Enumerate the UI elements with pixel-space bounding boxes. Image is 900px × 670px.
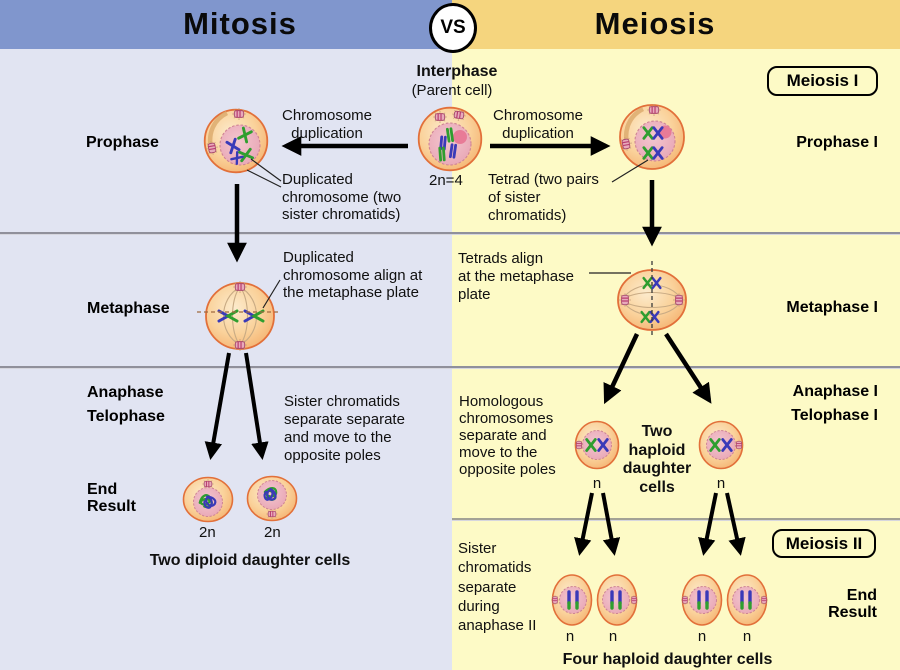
mitosis-daughter-cell-2 — [246, 475, 298, 522]
anno-duplicated-chromosome: Duplicated chromosome (two sister chroma… — [282, 171, 402, 223]
anno-chromosome-duplication-right: Chromosome duplication — [492, 107, 584, 142]
label-telophase: Telophase — [87, 408, 165, 425]
mitosis-title: Mitosis — [183, 6, 297, 41]
meiosis1-badge: Meiosis I — [767, 66, 878, 96]
label-telophase1: Telophase I — [791, 407, 878, 424]
divider-meiosis2 — [452, 518, 900, 521]
meiosis2-badge: Meiosis II — [772, 529, 876, 558]
divider-row1 — [0, 232, 900, 235]
anno-sister-anaphase2: Sister chromatids separate during anapha… — [458, 540, 537, 635]
vs-badge: VS — [429, 3, 477, 53]
ploidy-2n-right: 2n — [264, 524, 281, 541]
anno-metaphase-align: Duplicated chromosome align at the metap… — [283, 249, 423, 301]
anno-chromosome-duplication-left: Chromosome duplication — [281, 107, 373, 142]
n-label-1: n — [592, 475, 602, 492]
mitosis-prophase-cell — [203, 107, 269, 174]
meiosis2-cell-4 — [726, 574, 768, 626]
caption-two-diploid: Two diploid daughter cells — [149, 552, 351, 569]
n-label-5: n — [697, 628, 707, 645]
label-prophase: Prophase — [86, 134, 159, 151]
ploidy-2n4: 2n=4 — [429, 172, 463, 189]
anno-two-haploid: Two haploid daughter cells — [622, 423, 692, 496]
header-mitosis-band — [0, 0, 452, 49]
n-label-2: n — [716, 475, 726, 492]
mitosis-metaphase-cell — [205, 281, 275, 351]
label-metaphase1: Metaphase I — [786, 299, 878, 316]
anno-homologous: Homologous chromosomes separate and move… — [459, 393, 556, 478]
caption-four-haploid: Four haploid daughter cells — [562, 651, 773, 668]
ploidy-2n-left: 2n — [199, 524, 216, 541]
header-meiosis-band — [452, 0, 900, 49]
haploid-cell-2 — [698, 420, 744, 470]
label-anaphase1: Anaphase I — [792, 383, 878, 400]
haploid-cell-1 — [574, 420, 620, 470]
meiosis2-cell-3 — [681, 574, 723, 626]
mitosis-daughter-cell-1 — [182, 476, 234, 523]
n-label-3: n — [565, 628, 575, 645]
meiosis2-cell-1 — [551, 574, 593, 626]
label-end-result-mitosis: End Result — [87, 481, 136, 515]
n-label-6: n — [742, 628, 752, 645]
label-metaphase: Metaphase — [87, 300, 170, 317]
meiosis-metaphase1-cell — [617, 269, 687, 331]
label-end-result-meiosis: End Result — [828, 587, 877, 621]
divider-row2 — [0, 366, 900, 369]
n-label-4: n — [608, 628, 618, 645]
label-prophase1: Prophase I — [796, 134, 878, 151]
anno-tetrads-align: Tetrads align at the metaphase plate — [458, 250, 574, 303]
interphase-label: Interphase — [416, 63, 498, 80]
meiosis-title: Meiosis — [594, 6, 716, 41]
label-anaphase: Anaphase — [87, 384, 164, 401]
meiosis-prophase1-cell — [618, 103, 685, 170]
parent-cell-label: (Parent cell) — [411, 82, 493, 99]
interphase-parent-cell — [417, 106, 483, 172]
anno-sister-separate: Sister chromatids separate separate and … — [284, 393, 405, 464]
meiosis2-cell-2 — [596, 574, 638, 626]
anno-tetrad: Tetrad (two pairs of sister chromatids) — [488, 171, 599, 224]
